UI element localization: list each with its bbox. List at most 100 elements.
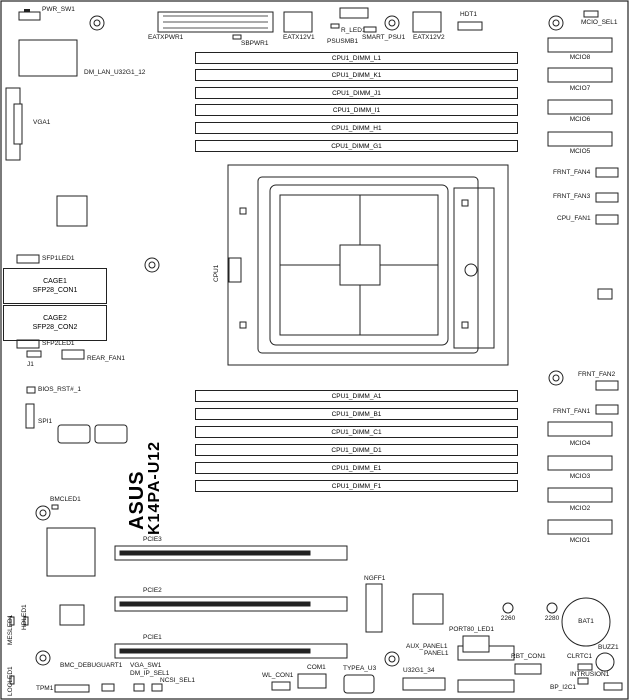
dimm-slot: CPU1_DIMM_D1 — [195, 444, 518, 456]
intrusion-label: INTRUSION1 — [570, 671, 610, 678]
wl-con — [271, 681, 291, 691]
dm-lan-port — [18, 39, 78, 77]
buzzer — [595, 652, 615, 672]
chip-bottom — [412, 593, 444, 625]
mcio-label: MCIO7 — [569, 85, 591, 92]
m2-2280-label: 2280 — [544, 615, 560, 622]
pwr-sw-label: PWR_SW1 — [42, 6, 75, 13]
tpm-header — [54, 684, 90, 693]
dimm-slot: CPU1_DIMM_G1 — [195, 140, 518, 152]
rbt-con — [514, 663, 542, 675]
loc-led — [9, 675, 15, 685]
eatx12v1-label: EATX12V1 — [283, 34, 315, 41]
frnt-fan2-label: FRNT_FAN2 — [578, 371, 616, 378]
port80-label: PORT80_LED1 — [449, 626, 495, 633]
dm-ip-sel-jumper — [133, 683, 145, 692]
chip-small — [59, 604, 85, 626]
hdled-label: HDLED1 — [21, 604, 28, 630]
bios-rst-jumper — [26, 386, 36, 394]
locled-label: LOCLED1 — [7, 666, 14, 696]
mcio-label: MCIO1 — [569, 537, 591, 544]
cpu-socket — [227, 164, 509, 366]
mounting-holes — [35, 15, 564, 667]
port80-led — [462, 635, 490, 653]
dimm-slot: CPU1_DIMM_J1 — [195, 87, 518, 99]
dimm-slot: CPU1_DIMM_F1 — [195, 480, 518, 492]
r-led-label: R_LED1 — [341, 27, 366, 34]
pcie2-label: PCIE2 — [143, 587, 162, 594]
pcie3-label: PCIE3 — [143, 536, 162, 543]
smart-psu-header — [363, 26, 377, 33]
mcio-label: MCIO4 — [569, 440, 591, 447]
pcie-slots — [114, 545, 348, 659]
smart-psu-label: SMART_PSU1 — [362, 34, 406, 41]
m2-2260-label: 2260 — [500, 615, 516, 622]
sbpwr-connector — [232, 34, 242, 40]
mcio-label: MCIO5 — [569, 148, 591, 155]
vga-label: VGA1 — [33, 119, 51, 126]
frnt-fan4-label: FRNT_FAN4 — [553, 169, 591, 176]
chip-left — [56, 195, 88, 227]
buzz-label: BUZZ1 — [598, 644, 619, 651]
sfp28-cage-1: CAGE1 SFP28_CON1 — [3, 268, 107, 304]
m2-standoff-2260 — [502, 602, 514, 614]
jumper-right — [597, 288, 613, 300]
hdt-header — [457, 21, 483, 31]
eatx12v2-connector — [412, 11, 442, 33]
r-led — [330, 23, 340, 29]
pcie1-label: PCIE1 — [143, 634, 162, 641]
sfp1-led — [16, 254, 40, 264]
vga-sw-jumper — [101, 683, 115, 692]
panel-header — [457, 679, 515, 693]
bp-i2c-header — [603, 682, 623, 691]
j1-label: J1 — [27, 361, 34, 368]
mcio-sel-label: MCIO_SEL1 — [581, 19, 618, 26]
battery — [561, 597, 611, 647]
dimm-slot: CPU1_DIMM_I1 — [195, 104, 518, 116]
cage-label: CAGE1 — [43, 278, 67, 285]
dm-ip-sel-label: DM_IP_SEL1 — [130, 670, 170, 677]
intrusion-header — [577, 677, 589, 685]
model-name: K14PA-U12 — [146, 440, 163, 535]
u32g1-label: U32G1_34 — [403, 667, 435, 674]
rear-fan1-label: REAR_FAN1 — [87, 355, 125, 362]
ncsi-sel-jumper — [151, 683, 163, 692]
cpu1-label: CPU1 — [213, 264, 220, 282]
eatx12v1-connector — [283, 11, 313, 33]
vga-sw-label: VGA_SW1 — [130, 662, 162, 669]
j1-jumper — [26, 350, 42, 358]
component-left-b — [94, 424, 128, 444]
dimm-slot: CPU1_DIMM_B1 — [195, 408, 518, 420]
sfp2-led — [16, 339, 40, 349]
bios-rst-label: BIOS_RST#_1 — [38, 386, 81, 393]
psusmb-label: PSUSMB1 — [327, 38, 359, 45]
spi-header — [25, 403, 35, 429]
dm-lan-label: DM_LAN_U32G1_12 — [84, 69, 146, 76]
mcio-connectors — [547, 37, 613, 535]
sfp28-cage-2: CAGE2 SFP28_CON2 — [3, 305, 107, 341]
mesl-led — [9, 616, 15, 626]
dimm-slot: CPU1_DIMM_L1 — [195, 52, 518, 64]
rbt-con-label: RBT_CON1 — [511, 653, 546, 660]
panel-label: PANEL1 — [424, 650, 449, 657]
frnt-fan3-label: FRNT_FAN3 — [553, 193, 591, 200]
fan-headers — [61, 167, 619, 415]
cpu-fan1-label: CPU_FAN1 — [557, 215, 591, 222]
mcio-label: MCIO6 — [569, 116, 591, 123]
sbpwr-label: SBPWR1 — [241, 40, 269, 47]
ncsi-sel-label: NCSI_SEL1 — [160, 677, 196, 684]
mcio-label: MCIO3 — [569, 473, 591, 480]
mesled-label: MESLED1 — [7, 614, 14, 645]
frnt-fan1-label: FRNT_FAN1 — [553, 408, 591, 415]
clrtc-jumper — [577, 663, 593, 671]
bmc-led — [51, 504, 59, 510]
dimm-slot: CPU1_DIMM_H1 — [195, 122, 518, 134]
bmcled-label: BMCLED1 — [50, 496, 81, 503]
hd-led — [23, 616, 29, 626]
dimm-slot: CPU1_DIMM_A1 — [195, 390, 518, 402]
u32g1-header — [402, 677, 446, 691]
aux-panel-label: AUX_PANEL1 — [406, 643, 448, 650]
com-label: COM1 — [307, 664, 326, 671]
